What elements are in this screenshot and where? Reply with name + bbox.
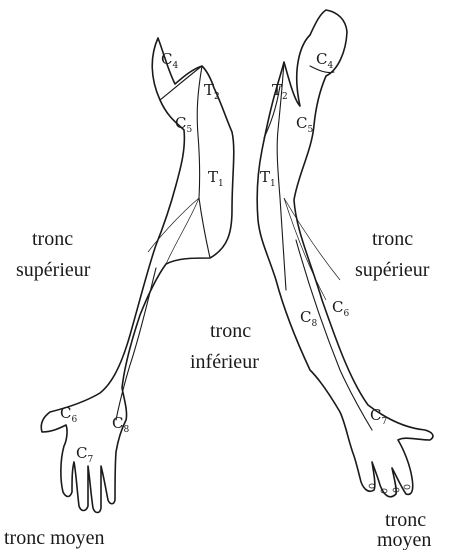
right-t1-label: T1 — [260, 168, 276, 189]
middle-trunk-right-line2: moyen — [377, 529, 431, 550]
left-upper-trunk-line-2 — [166, 198, 199, 264]
upper-trunk-right-line1: tronc — [372, 228, 413, 250]
left-t2-boundary — [197, 66, 202, 198]
left-c4-label: C4 — [161, 50, 178, 71]
middle-trunk-right-line1: tronc — [385, 509, 426, 531]
left-forearm-boundary — [116, 268, 156, 420]
left-c7-label: C7 — [76, 444, 93, 465]
upper-trunk-right-line2: supérieur — [355, 259, 430, 281]
left-t1-boundary — [199, 198, 210, 258]
right-t1-boundary — [280, 198, 286, 290]
upper-trunk-left-line1: tronc — [32, 228, 73, 250]
left-t1-label: T1 — [208, 168, 224, 189]
right-c8-label: C8 — [300, 308, 317, 329]
right-c6-label: C6 — [332, 298, 349, 319]
right-c5-label: C5 — [296, 114, 313, 135]
lower-trunk-line2: inférieur — [190, 351, 259, 373]
middle-trunk-left: tronc moyen — [4, 527, 105, 549]
lower-trunk-line1: tronc — [210, 320, 251, 342]
right-c7-label: C7 — [370, 406, 387, 427]
upper-trunk-left-line2: supérieur — [16, 259, 91, 281]
right-c4-label: C4 — [316, 50, 333, 71]
left-c6-label: C6 — [60, 404, 77, 425]
right-t2-label: T2 — [272, 81, 288, 102]
left-c5-label: C5 — [175, 114, 192, 135]
right-nail-4 — [404, 485, 410, 489]
left-c4-c5-boundary — [160, 66, 202, 100]
right-arm — [257, 10, 433, 497]
left-t2-label: T2 — [204, 81, 220, 102]
